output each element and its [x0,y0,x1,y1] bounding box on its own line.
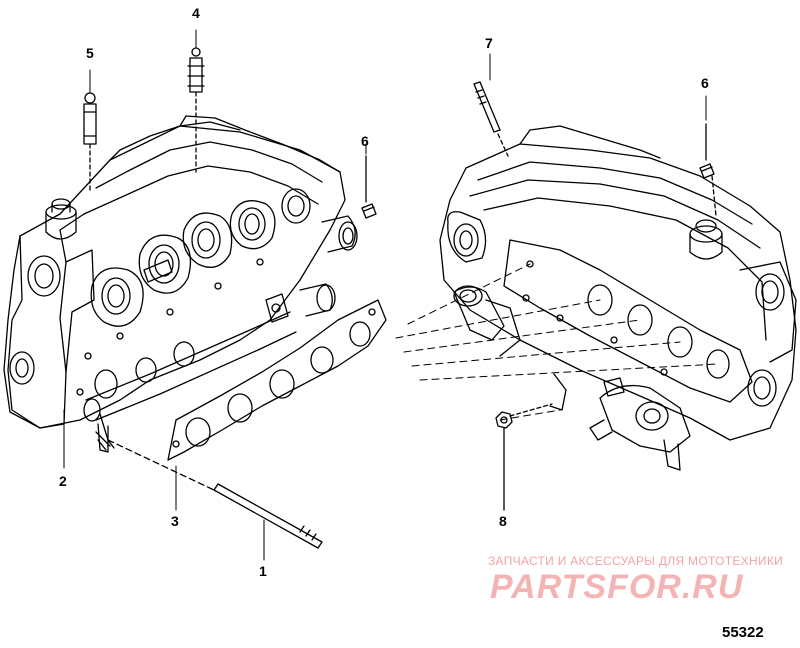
figure-id: 55322 [722,624,764,641]
left-manifold-assembly [3,115,358,453]
stud-part-1 [107,439,323,549]
watermark-tagline: ЗАПЧАСТИ И АКСЕССУАРЫ ДЛЯ МОТОТЕХНИКИ [488,554,784,568]
callout-6-left: 6 [361,133,369,149]
exhaust-gasket [167,299,387,461]
right-manifold-assembly [439,125,797,471]
nut-part-8 [495,403,553,511]
callout-1: 1 [259,563,267,579]
fitting-part-4 [187,47,205,173]
callout-2: 2 [59,473,67,489]
right-leader-lines [365,53,707,155]
right-alignment-lines [395,263,719,421]
callout-7: 7 [485,35,493,51]
callout-3: 3 [171,513,179,529]
callout-4: 4 [192,5,200,21]
plug-part-6-left [361,155,377,219]
stud-part-7 [473,81,509,157]
plug-part-6-right [699,123,717,217]
left-leader-lines [63,29,265,561]
fitting-part-5 [83,92,97,191]
watermark-logo: PARTSFOR.RU [490,568,744,606]
callout-6-right: 6 [701,75,709,91]
callout-8: 8 [499,513,507,529]
callout-5: 5 [86,45,94,61]
